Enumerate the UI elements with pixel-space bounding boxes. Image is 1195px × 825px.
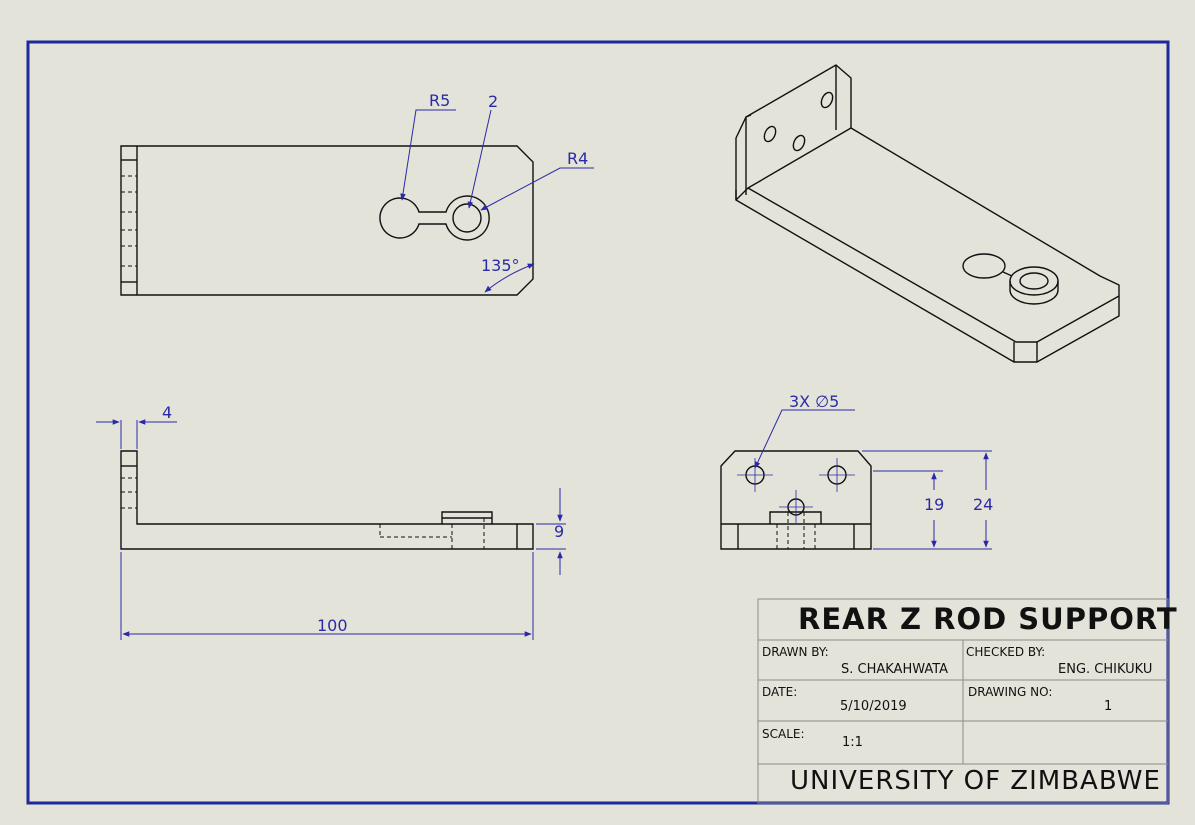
side-view-dimensions [754, 409, 992, 550]
dim-19: 19 [924, 495, 944, 514]
scale-label: SCALE: [762, 727, 805, 741]
front-view-dimensions [96, 419, 566, 640]
date-value: 5/10/2019 [840, 699, 907, 714]
scale-value: 1:1 [842, 735, 863, 750]
drawing-no-label: DRAWING NO: [968, 685, 1053, 699]
drawing-no-value: 1 [1104, 699, 1113, 714]
dim-2: 2 [488, 92, 498, 111]
front-view [120, 450, 534, 550]
drawing-title: REAR Z ROD SUPPORT [798, 602, 1178, 636]
checked-by-label: CHECKED BY: [966, 645, 1046, 659]
dim-135: 135° [481, 256, 520, 275]
isometric-view [735, 64, 1120, 363]
dim-24: 24 [973, 495, 993, 514]
drawn-by-label: DRAWN BY: [762, 645, 829, 659]
checked-by-value: ENG. CHIKUKU [1058, 662, 1153, 677]
top-view-dimensions [400, 109, 594, 293]
dim-r5: R5 [429, 91, 450, 110]
title-block-grid [757, 598, 1169, 804]
top-view [120, 145, 534, 296]
dim-4: 4 [162, 403, 172, 422]
institution-name: UNIVERSITY OF ZIMBABWE [790, 766, 1161, 796]
side-view [720, 450, 872, 550]
dim-100: 100 [317, 616, 348, 635]
dim-holes: 3X ∅5 [789, 392, 839, 411]
dim-9: 9 [554, 522, 564, 541]
dim-r4: R4 [567, 149, 588, 168]
date-label: DATE: [762, 685, 798, 699]
drawn-by-value: S. CHAKAHWATA [841, 662, 949, 677]
sheet-border [26, 40, 1170, 805]
